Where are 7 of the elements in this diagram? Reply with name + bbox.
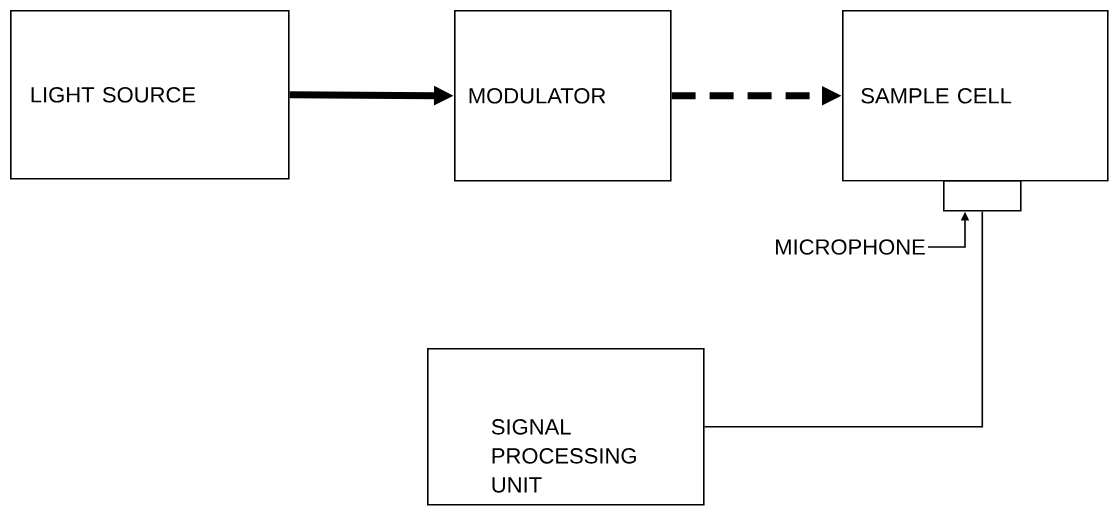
sample-cell-box: SAMPLE CELL <box>842 10 1109 182</box>
microphone-box <box>943 180 1022 212</box>
modulator-box: MODULATOR <box>454 10 672 182</box>
connecting-line <box>703 210 984 428</box>
microphone-label: MICROPHONE <box>776 239 925 255</box>
light-source-box: LIGHT SOURCE <box>10 10 290 180</box>
signal-processing-box: SIGNAL PROCESSING UNIT <box>427 348 705 506</box>
